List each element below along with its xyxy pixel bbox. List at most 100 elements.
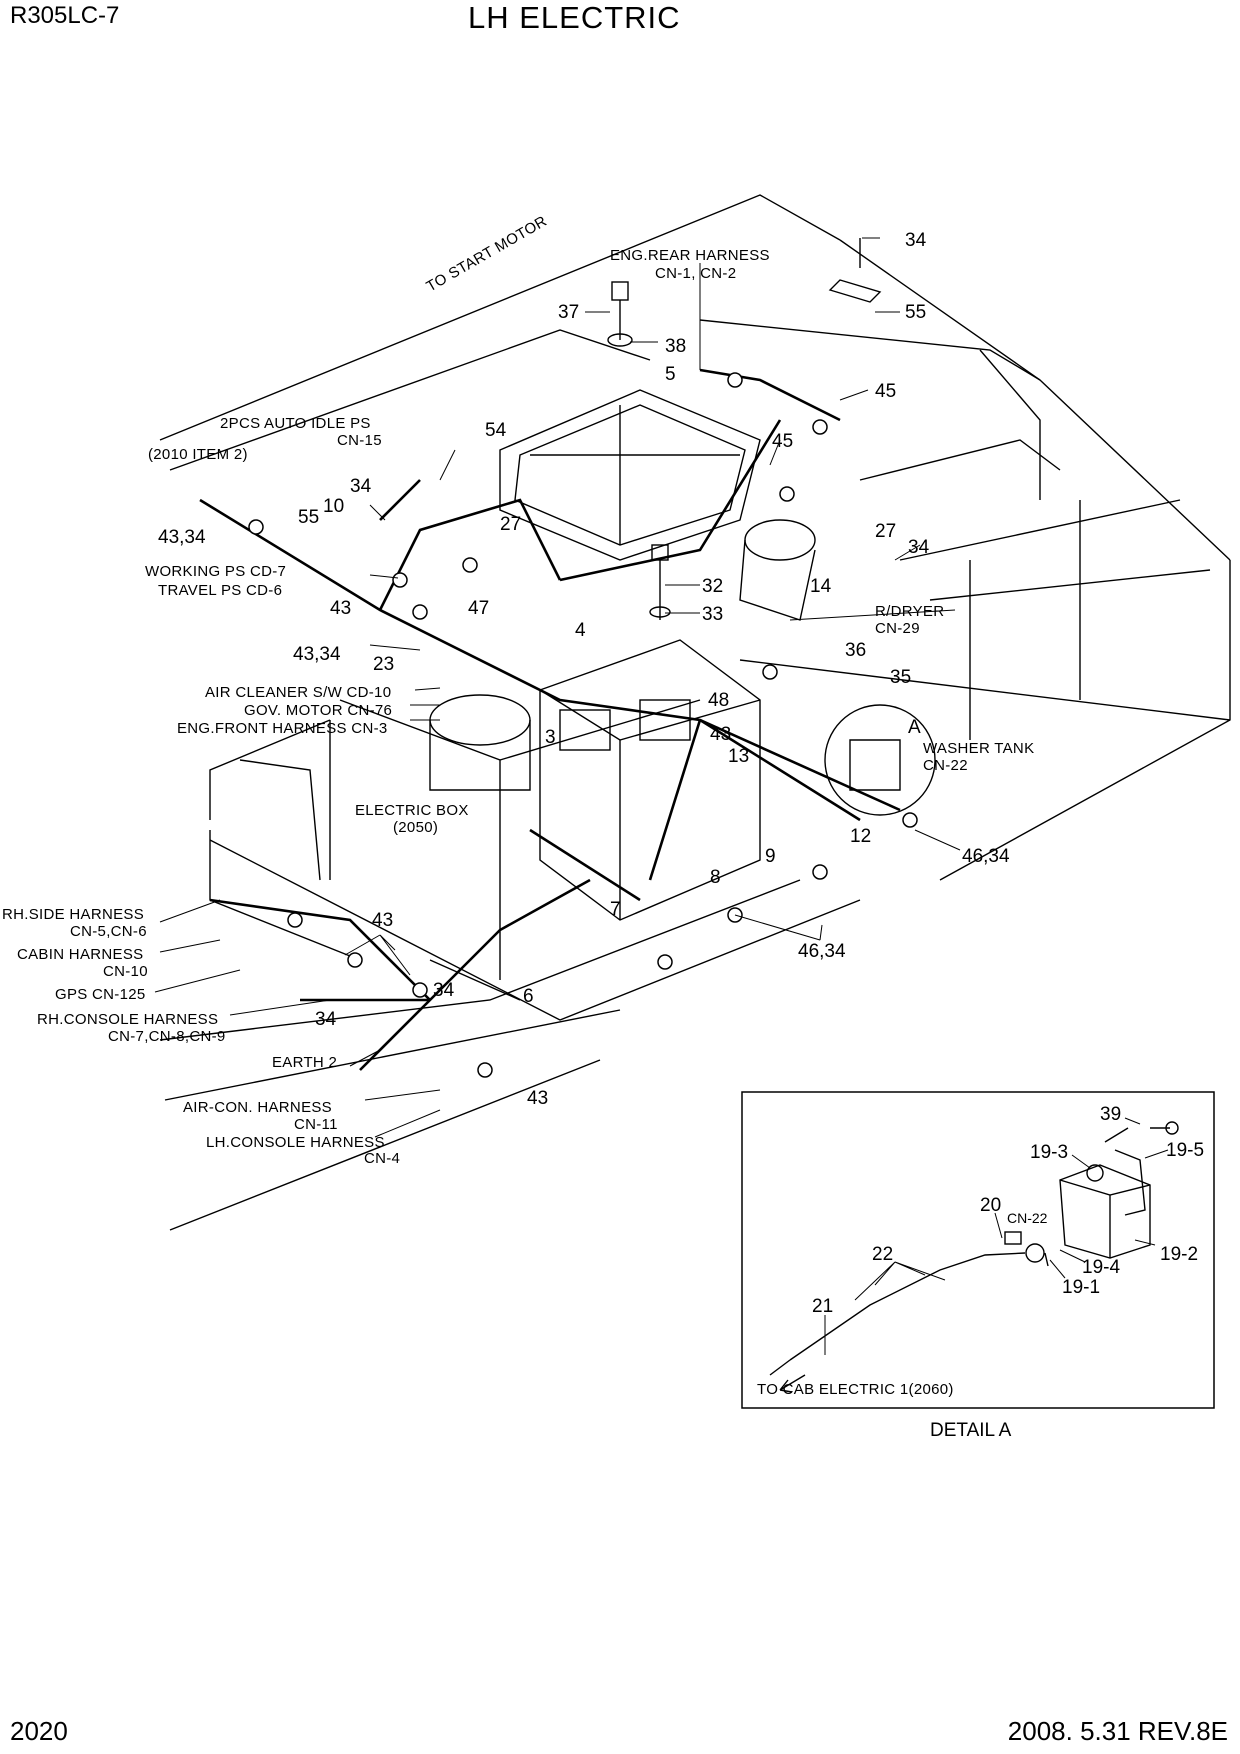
engine-cover — [499, 389, 761, 561]
callout-34-bottom-left: 34 — [315, 1009, 337, 1030]
label-r-dryer: R/DRYER — [875, 603, 944, 620]
callout-45-center: 45 — [772, 431, 793, 452]
callout-8: 8 — [710, 867, 721, 888]
label-r-dryer-cn: CN-29 — [875, 620, 920, 637]
battery-box — [539, 639, 761, 921]
label-auto-idle-cn: CN-15 — [337, 432, 382, 449]
label-washer-cn: CN-22 — [923, 757, 968, 774]
callout-46-34-right: 46,34 — [962, 846, 1010, 867]
callout-36: 36 — [845, 640, 866, 661]
model-code: R305LC-7 — [10, 2, 120, 29]
callout-43-center: 43 — [710, 724, 731, 745]
washer-tank — [824, 704, 936, 816]
callout-34-left: 34 — [350, 476, 372, 497]
harness-labels: TO START MOTOR ENG.REAR HARNESS CN-1, CN… — [2, 213, 1034, 1167]
label-cabin-harness: CABIN HARNESS — [17, 946, 143, 963]
detail-label-to-cab: TO CAB ELECTRIC 1(2060) — [757, 1381, 954, 1398]
callout-43-bottom: 43 — [527, 1088, 548, 1109]
callout-34-lower: 34 — [433, 980, 455, 1001]
callout-38: 38 — [665, 336, 686, 357]
detail-callout-19-2: 19-2 — [1160, 1244, 1198, 1265]
label-rh-console: RH.CONSOLE HARNESS — [37, 1011, 218, 1028]
callout-13: 13 — [728, 746, 749, 767]
part-callouts: 34 55 37 38 5 45 45 54 34 10 55 43,34 27… — [158, 230, 1010, 1109]
detail-a-frame — [741, 1091, 1215, 1409]
callout-43-34-mid: 43,34 — [293, 644, 341, 665]
label-eng-rear-harness: ENG.REAR HARNESS — [610, 247, 770, 264]
label-cabin-cn: CN-10 — [103, 963, 148, 980]
label-washer-tank: WASHER TANK — [923, 740, 1034, 757]
detail-a-panel: 39 19-3 19-5 20 CN-22 22 19-2 19-4 19-1 … — [741, 1091, 1215, 1441]
callout-55-top: 55 — [905, 302, 926, 323]
detail-callout-19-5: 19-5 — [1166, 1140, 1204, 1161]
callout-leaders — [154, 237, 961, 1138]
detail-label-cn22: CN-22 — [1007, 1210, 1048, 1226]
label-to-start-motor: TO START MOTOR — [424, 213, 550, 296]
callout-45-right: 45 — [875, 381, 896, 402]
detail-callout-39: 39 — [1100, 1104, 1121, 1125]
callout-5: 5 — [665, 364, 676, 385]
detail-callout-19-3: 19-3 — [1030, 1142, 1068, 1163]
callout-27-left: 27 — [500, 514, 521, 535]
callout-7: 7 — [610, 899, 621, 920]
detail-a-marker: A — [908, 717, 921, 738]
callout-12: 12 — [850, 826, 871, 847]
callout-46-34-bottom: 46,34 — [798, 941, 846, 962]
label-rh-side-harness: RH.SIDE HARNESS — [2, 906, 144, 923]
label-aircon-cn: CN-11 — [294, 1116, 338, 1133]
callout-4: 4 — [575, 620, 586, 641]
label-eng-front-harness: ENG.FRONT HARNESS CN-3 — [177, 720, 388, 737]
callout-10: 10 — [323, 496, 344, 517]
label-earth2: EARTH 2 — [272, 1054, 337, 1071]
callout-27-right: 27 — [875, 521, 896, 542]
frame-outline — [159, 194, 1231, 1231]
hardware-bolts — [607, 238, 882, 620]
page-title: LH ELECTRIC — [468, 0, 681, 35]
callout-35: 35 — [890, 667, 911, 688]
callout-32: 32 — [702, 576, 723, 597]
label-lh-console-cn: CN-4 — [364, 1150, 400, 1167]
label-electric-box-ref: (2050) — [393, 819, 438, 836]
label-auto-idle-ps: 2PCS AUTO IDLE PS — [220, 415, 371, 432]
detail-callout-19-1: 19-1 — [1062, 1277, 1100, 1298]
callout-43-34-top: 43,34 — [158, 527, 206, 548]
callout-23: 23 — [373, 654, 394, 675]
label-aircon-harness: AIR-CON. HARNESS — [183, 1099, 332, 1116]
label-item-2010: (2010 ITEM 2) — [148, 446, 248, 463]
detail-callout-19-4: 19-4 — [1082, 1257, 1120, 1278]
label-eng-rear-cn: CN-1, CN-2 — [655, 265, 736, 282]
callout-48: 48 — [708, 690, 729, 711]
detail-a-drawing — [769, 1121, 1179, 1393]
callout-14: 14 — [810, 576, 832, 597]
wiring-harness — [199, 368, 901, 1071]
callout-47: 47 — [468, 598, 489, 619]
callout-55-left: 55 — [298, 507, 319, 528]
page-number: 2020 — [10, 1716, 68, 1746]
callout-6: 6 — [523, 986, 534, 1007]
label-lh-console: LH.CONSOLE HARNESS — [206, 1134, 385, 1151]
detail-callout-20: 20 — [980, 1195, 1001, 1216]
label-electric-box: ELECTRIC BOX — [355, 802, 469, 819]
clamps — [248, 372, 918, 1078]
date-revision: 2008. 5.31 REV.8E — [1007, 1716, 1228, 1746]
callout-37: 37 — [558, 302, 579, 323]
callout-43-left: 43 — [330, 598, 351, 619]
callout-3: 3 — [545, 727, 556, 748]
detail-a-title: DETAIL A — [930, 1420, 1012, 1441]
callout-33: 33 — [702, 604, 723, 625]
label-gps: GPS CN-125 — [55, 986, 146, 1003]
label-rh-console-cn: CN-7,CN-8,CN-9 — [108, 1028, 226, 1045]
air-cleaner — [429, 519, 816, 791]
label-working-ps: WORKING PS CD-7 — [145, 563, 286, 580]
callout-34-right: 34 — [908, 537, 930, 558]
label-rh-side-cn: CN-5,CN-6 — [70, 923, 147, 940]
detail-a-leaders — [824, 1117, 1169, 1355]
callout-9: 9 — [765, 846, 776, 867]
detail-callout-21: 21 — [812, 1296, 833, 1317]
callout-54: 54 — [485, 420, 507, 441]
callout-34-top: 34 — [905, 230, 927, 251]
callout-43-lower: 43 — [372, 910, 393, 931]
label-air-cleaner: AIR CLEANER S/W CD-10 — [205, 684, 391, 701]
detail-callout-22: 22 — [872, 1244, 893, 1265]
